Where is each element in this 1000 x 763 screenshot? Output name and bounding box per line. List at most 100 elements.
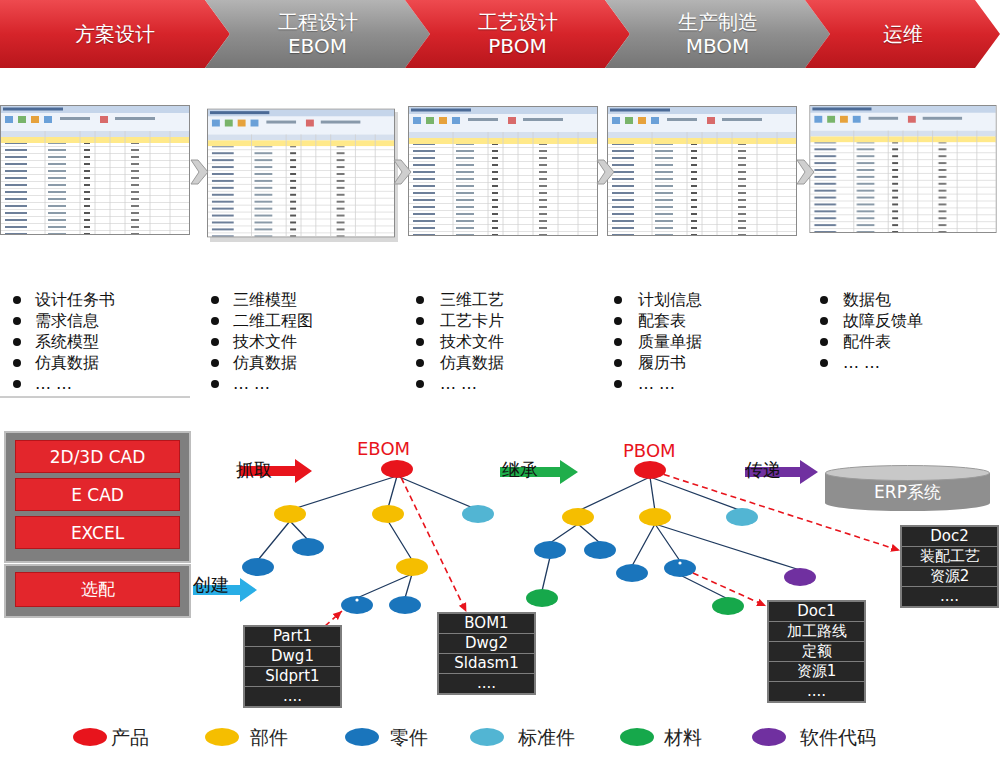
bullet-item: … … xyxy=(638,373,675,395)
separator-line xyxy=(0,397,190,398)
stage-chevron: 运维 xyxy=(805,0,1000,68)
chevron-shape xyxy=(0,0,230,68)
legend-swatch xyxy=(205,728,239,746)
tool-box: EXCEL xyxy=(15,516,180,549)
bullet-dot xyxy=(820,359,828,367)
document-row: .... xyxy=(245,686,340,706)
flow-chevron xyxy=(597,160,614,184)
bullet-item: 工艺卡片 xyxy=(440,310,504,332)
flow-chevron xyxy=(394,160,411,184)
stage-text-wrap: 生产制造 MBOM xyxy=(605,0,830,68)
shape-outline xyxy=(634,461,666,479)
bullet-item: 仿真数据 xyxy=(440,352,504,374)
bullet-item: 仿真数据 xyxy=(35,352,99,374)
bullet-dot xyxy=(416,359,424,367)
bullet-dot xyxy=(13,380,21,388)
document-row: Doc1 xyxy=(769,602,864,621)
block-arrow xyxy=(500,460,578,484)
flow-chevron xyxy=(191,160,208,184)
document-box: Doc2装配工艺资源2.... xyxy=(900,525,999,608)
screenshot xyxy=(207,109,394,237)
bullet-dot xyxy=(211,317,219,325)
bullet-dot xyxy=(416,296,424,304)
bullet-dot xyxy=(13,296,21,304)
tool-label: E CAD xyxy=(71,485,124,505)
screenshot xyxy=(608,107,797,236)
bullet-dot xyxy=(211,359,219,367)
bullet-item: 配件表 xyxy=(843,331,891,353)
document-row: BOM1 xyxy=(439,614,534,633)
legend-swatch xyxy=(752,728,786,746)
document-row: 加工路线 xyxy=(769,621,864,641)
root-label: EBOM xyxy=(357,439,410,459)
bullet-dot xyxy=(13,338,21,346)
bullet-item: 需求信息 xyxy=(35,310,99,332)
tool-label: 2D/3D CAD xyxy=(50,447,146,467)
bullet-dot xyxy=(416,338,424,346)
tool-box: 选配 xyxy=(15,572,180,607)
stage-chevron: 工艺设计 PBOM xyxy=(405,0,630,68)
chevron-shape xyxy=(805,0,1000,68)
bullet-item: … … xyxy=(440,373,477,395)
tool-box: E CAD xyxy=(15,478,180,511)
tool-panel xyxy=(5,432,190,562)
bullet-item: 设计任务书 xyxy=(35,289,115,311)
erp-label: ERP系统 xyxy=(874,481,941,504)
document-box: Part1Dwg1Sldprt1.... xyxy=(243,625,342,708)
bullet-item: 数据包 xyxy=(843,289,891,311)
legend-text: 软件代码 xyxy=(800,726,876,748)
stage-label: 运维 xyxy=(853,22,953,46)
document-row: 装配工艺 xyxy=(902,546,997,566)
bullet-dot xyxy=(820,317,828,325)
stage-label: 方案设计 xyxy=(65,22,165,46)
document-row: Dwg2 xyxy=(439,633,534,653)
stage-chevron: 生产制造 MBOM xyxy=(605,0,830,68)
bullet-dot xyxy=(614,296,622,304)
bullet-dot xyxy=(416,317,424,325)
stage-label: 工程设计 EBOM xyxy=(268,10,368,58)
leader-arrows xyxy=(325,573,766,626)
stage-text-wrap: 运维 xyxy=(805,0,1000,68)
bullet-item: 计划信息 xyxy=(638,289,702,311)
screenshot-row xyxy=(1,105,997,242)
stage-chevron: 工程设计 EBOM xyxy=(205,0,430,68)
tree-lines xyxy=(258,476,800,599)
bullet-dot xyxy=(13,359,21,367)
stage-label: 生产制造 MBOM xyxy=(668,10,768,58)
tool-label: EXCEL xyxy=(71,523,124,543)
legend-swatch xyxy=(73,728,107,746)
bullet-item: 技术文件 xyxy=(233,331,297,353)
chevron-shape xyxy=(205,0,430,68)
product-root: EBOM xyxy=(381,460,413,478)
bullet-item: 配套表 xyxy=(638,310,686,332)
document-row: 资源1 xyxy=(769,661,864,681)
legend-text: 部件 xyxy=(250,726,288,748)
tool-panel xyxy=(5,565,190,617)
arrow-label: 创建 xyxy=(193,574,229,596)
document-row: .... xyxy=(439,673,534,693)
arrow-label: 继承 xyxy=(502,459,538,481)
document-row: Sldprt1 xyxy=(245,666,340,686)
document-box: BOM1Dwg2Sldasm1.... xyxy=(437,612,536,695)
root-ellipse xyxy=(381,460,413,478)
bullet-dot xyxy=(211,296,219,304)
legend-swatch xyxy=(470,728,504,746)
stage-text-wrap: 工程设计 EBOM xyxy=(205,0,430,68)
product-root: PBOM xyxy=(634,461,666,479)
root-label: PBOM xyxy=(623,441,676,461)
tool-label: 选配 xyxy=(81,578,115,601)
bullet-item: 三维工艺 xyxy=(440,289,504,311)
bullet-dot xyxy=(614,359,622,367)
screenshot xyxy=(810,105,996,232)
bullet-item: 质量单据 xyxy=(638,331,702,353)
bullet-item: 三维模型 xyxy=(233,289,297,311)
screenshot xyxy=(409,107,598,236)
bullet-item: 二维工程图 xyxy=(233,310,313,332)
bullet-dot xyxy=(211,380,219,388)
bullet-dot xyxy=(614,380,622,388)
cylinder-text-wrap: ERP系统 xyxy=(825,475,990,509)
bullet-item: 系统模型 xyxy=(35,331,99,353)
document-row: Part1 xyxy=(245,627,340,646)
chevron-shape xyxy=(405,0,630,68)
